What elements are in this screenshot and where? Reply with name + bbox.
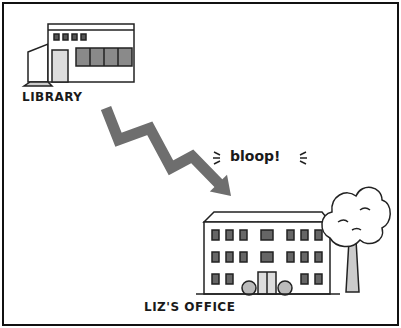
tree [322,187,390,292]
library-node: LIBRARY [16,12,156,108]
library-building [24,24,134,86]
arrow-shaft [106,108,220,185]
office-node: LIZ'S OFFICE [136,196,346,320]
panel-frame [3,3,398,325]
arrow-head [210,175,231,196]
building-label: LIBRARY [22,90,83,104]
sound-effect-text: bloop! [230,148,280,164]
office-building [196,212,340,295]
zigzag-arrow [106,108,231,196]
building-label: LIZ'S OFFICE [144,300,235,314]
